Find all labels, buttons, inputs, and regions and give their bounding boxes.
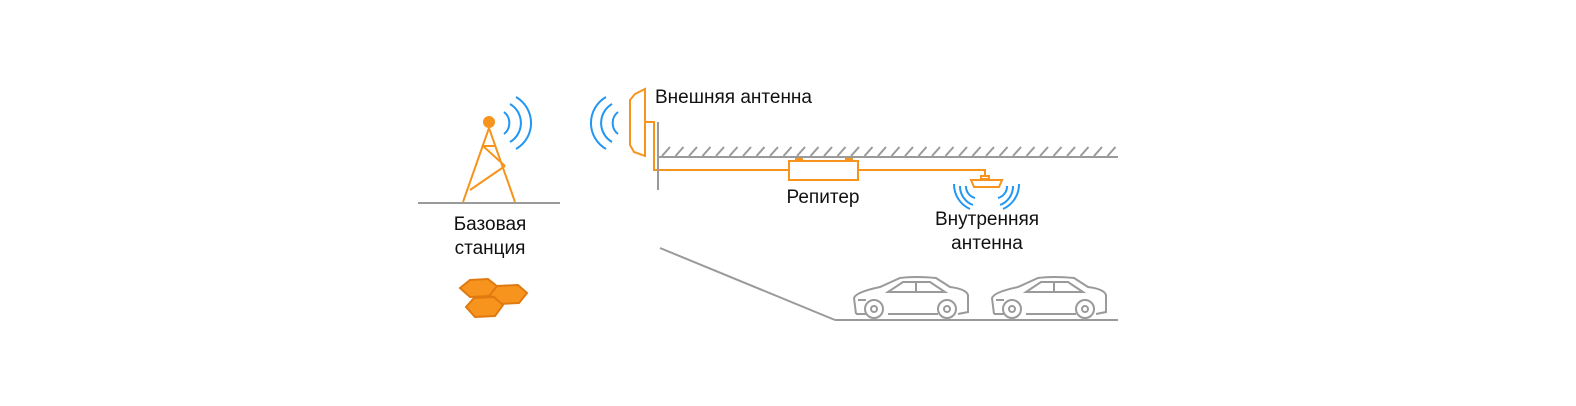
- indoor-antenna-label-line1: Внутренняя: [934, 209, 1040, 230]
- outdoor-antenna-label: Внешняя антенна: [655, 87, 812, 108]
- ceiling-hatch: [688, 146, 698, 157]
- ceiling-hatch: [742, 146, 752, 157]
- ceiling-hatch: [782, 146, 793, 157]
- ceiling-hatch: [877, 146, 887, 157]
- ceiling-hatch: [1093, 146, 1103, 157]
- ceiling-hatch: [701, 146, 712, 157]
- ceiling-hatch: [904, 146, 914, 157]
- ceiling-hatch: [809, 146, 820, 157]
- indoor-antenna-label-line2: антенна: [951, 233, 1023, 254]
- ceiling-hatch: [1025, 146, 1036, 157]
- car-icon: [852, 276, 969, 319]
- ceiling-hatch: [823, 146, 833, 157]
- ceiling-hatch: [836, 146, 847, 157]
- base-station-label: Базовая станция: [430, 213, 550, 261]
- ceiling-hatch: [931, 146, 941, 157]
- ceiling-hatch: [674, 146, 685, 157]
- ceiling-hatch: [998, 146, 1009, 157]
- ceiling-hatch: [958, 146, 968, 157]
- indoor-signal-waves-icon: [952, 183, 1021, 210]
- ceiling-hatch: [1012, 146, 1022, 157]
- outdoor-signal-waves-icon: [589, 96, 619, 150]
- ceiling-hatch: [985, 146, 995, 157]
- repeater-box-icon: [788, 158, 986, 181]
- base-station-tower-icon: [462, 116, 516, 203]
- ceiling-hatch: [850, 146, 860, 157]
- ceiling-hatch: [1106, 146, 1117, 157]
- indoor-antenna-label: Внутренняя антенна: [912, 208, 1062, 256]
- ceiling-hatch: [1079, 146, 1090, 157]
- ceiling-hatch: [944, 146, 955, 157]
- ceiling-hatch: [917, 146, 928, 157]
- ceiling-hatch: [661, 146, 671, 157]
- car-icon: [991, 276, 1107, 319]
- ceiling-hatch: [863, 146, 874, 157]
- cells-hexagon-icon: [458, 277, 529, 319]
- repeater-label: Репитер: [786, 187, 860, 208]
- building-structure: [657, 122, 1118, 321]
- ceiling-hatch: [971, 146, 982, 157]
- ceiling-hatch: [890, 146, 901, 157]
- ceiling-hatch: [1039, 146, 1049, 157]
- base-station-label-line1: Базовая: [453, 214, 527, 235]
- ceiling-hatch: [715, 146, 725, 157]
- ceiling-hatch: [755, 146, 766, 157]
- ceiling-hatch: [769, 146, 779, 157]
- ceiling-hatch: [796, 146, 806, 157]
- outdoor-antenna-icon: [629, 87, 789, 171]
- indoor-antenna-icon: [969, 175, 1004, 188]
- base-signal-waves-icon: [503, 96, 533, 150]
- ceiling-hatch: [1066, 146, 1076, 157]
- base-station-label-line2: станция: [454, 238, 526, 259]
- ceiling-hatch: [728, 146, 739, 157]
- ceiling-hatch: [1052, 146, 1063, 157]
